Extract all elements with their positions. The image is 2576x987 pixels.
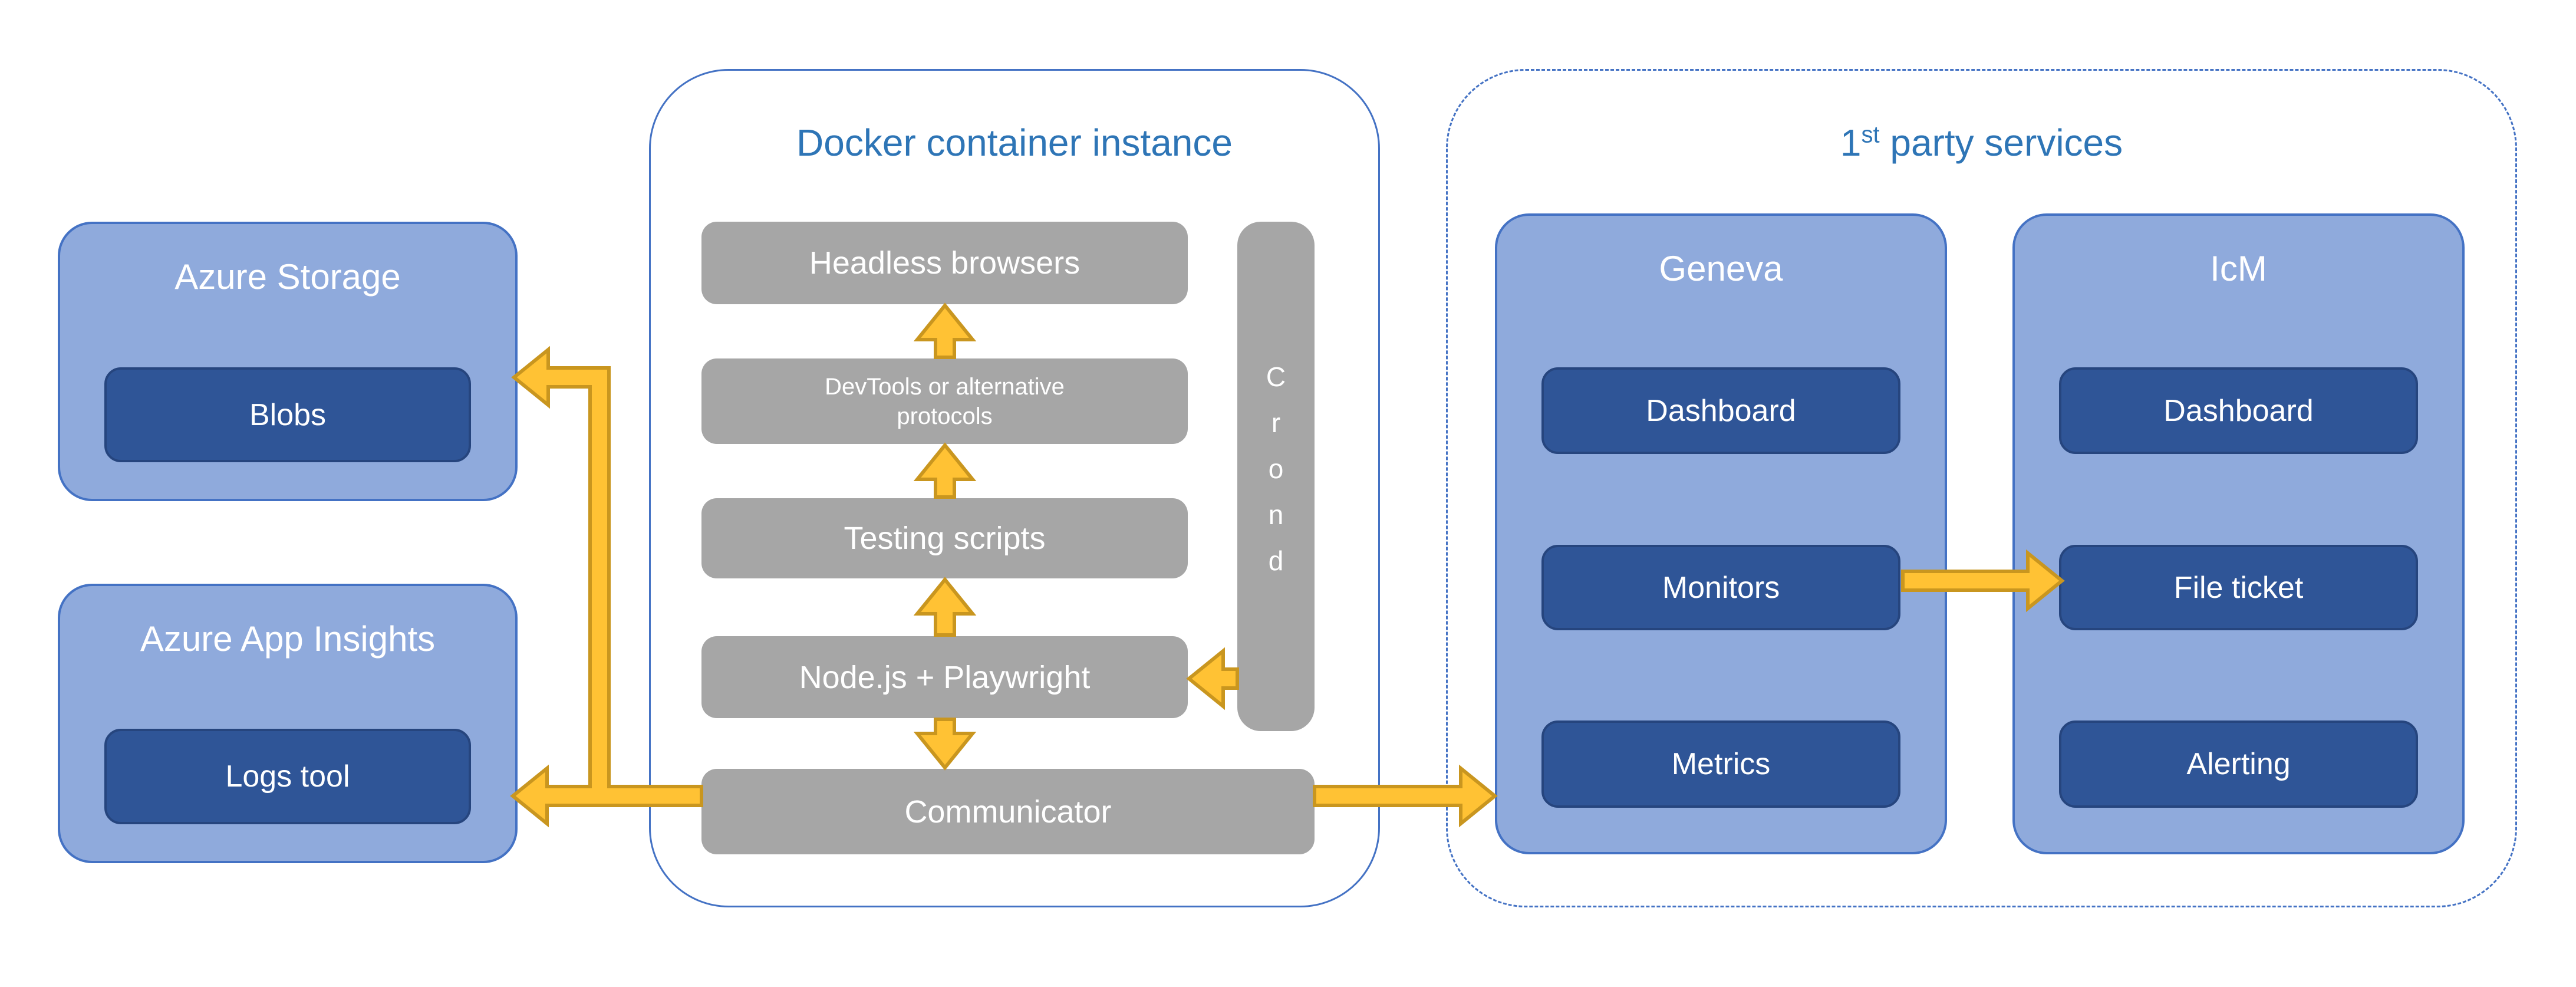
- azure-app-insights-container: Azure App Insights Logs tool: [58, 584, 518, 863]
- first-party-services-title: 1st party services: [1446, 121, 2517, 164]
- first-party-title-sup: st: [1861, 121, 1880, 148]
- devtools-protocols-label: DevTools or alternative protocols: [825, 373, 1065, 429]
- geneva-metrics-box: Metrics: [1541, 720, 1900, 808]
- docker-container-title: Docker container instance: [796, 121, 1233, 164]
- logs-tool-box: Logs tool: [104, 729, 471, 824]
- geneva-title: Geneva: [1659, 249, 1783, 288]
- testing-scripts-box: Testing scripts: [701, 498, 1188, 578]
- icm-title: IcM: [2210, 249, 2267, 288]
- azure-storage-title: Azure Storage: [174, 257, 401, 297]
- geneva-monitors-box: Monitors: [1541, 545, 1900, 630]
- communicator-box: Communicator: [701, 769, 1315, 854]
- icm-container: IcM Dashboard File ticket Alerting: [2012, 213, 2465, 854]
- icm-file-ticket-box: File ticket: [2059, 545, 2418, 630]
- first-party-title-rest: party services: [1879, 121, 2123, 164]
- devtools-protocols-box: DevTools or alternative protocols: [701, 358, 1188, 444]
- icm-dashboard-box: Dashboard: [2059, 367, 2418, 454]
- first-party-services-outline: [1446, 69, 2517, 907]
- nodejs-playwright-box: Node.js + Playwright: [701, 636, 1188, 718]
- icm-alerting-box: Alerting: [2059, 720, 2418, 808]
- geneva-container: Geneva Dashboard Monitors Metrics: [1495, 213, 1947, 854]
- crond-box: Crond: [1237, 222, 1315, 731]
- blobs-box: Blobs: [104, 367, 471, 462]
- headless-browsers-box: Headless browsers: [701, 222, 1188, 304]
- crond-label: Crond: [1260, 361, 1292, 591]
- first-party-title-prefix: 1: [1840, 121, 1862, 164]
- azure-storage-container: Azure Storage Blobs: [58, 222, 518, 501]
- azure-app-insights-title: Azure App Insights: [140, 619, 436, 659]
- geneva-dashboard-box: Dashboard: [1541, 367, 1900, 454]
